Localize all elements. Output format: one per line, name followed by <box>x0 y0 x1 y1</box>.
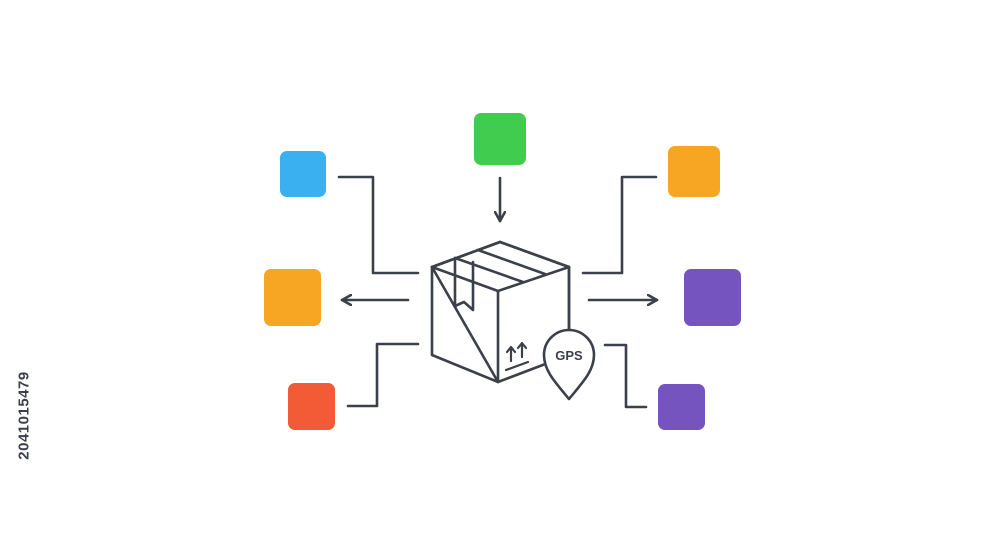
node-red-bottom-left <box>288 383 335 430</box>
connector-red-to-box <box>346 342 420 408</box>
node-green-top <box>474 113 526 165</box>
node-purple-bottom-right <box>658 384 705 430</box>
node-blue-top-left <box>280 151 326 197</box>
gps-label: GPS <box>555 348 583 363</box>
node-purple-right <box>684 269 741 326</box>
connector-box-to-orange-top-right <box>581 175 658 275</box>
package-box-icon <box>430 240 571 384</box>
stock-id-watermark: 204101547​9 <box>4 300 44 530</box>
gps-pin-icon <box>542 328 596 401</box>
stock-id-text: 204101547​9 <box>15 370 33 460</box>
this-side-up-icon <box>504 341 530 372</box>
connector-blue-to-box <box>337 175 420 275</box>
node-orange-left <box>264 269 321 326</box>
connector-gps-to-purple-bottom-right <box>603 343 648 409</box>
node-orange-top-right <box>668 146 720 197</box>
